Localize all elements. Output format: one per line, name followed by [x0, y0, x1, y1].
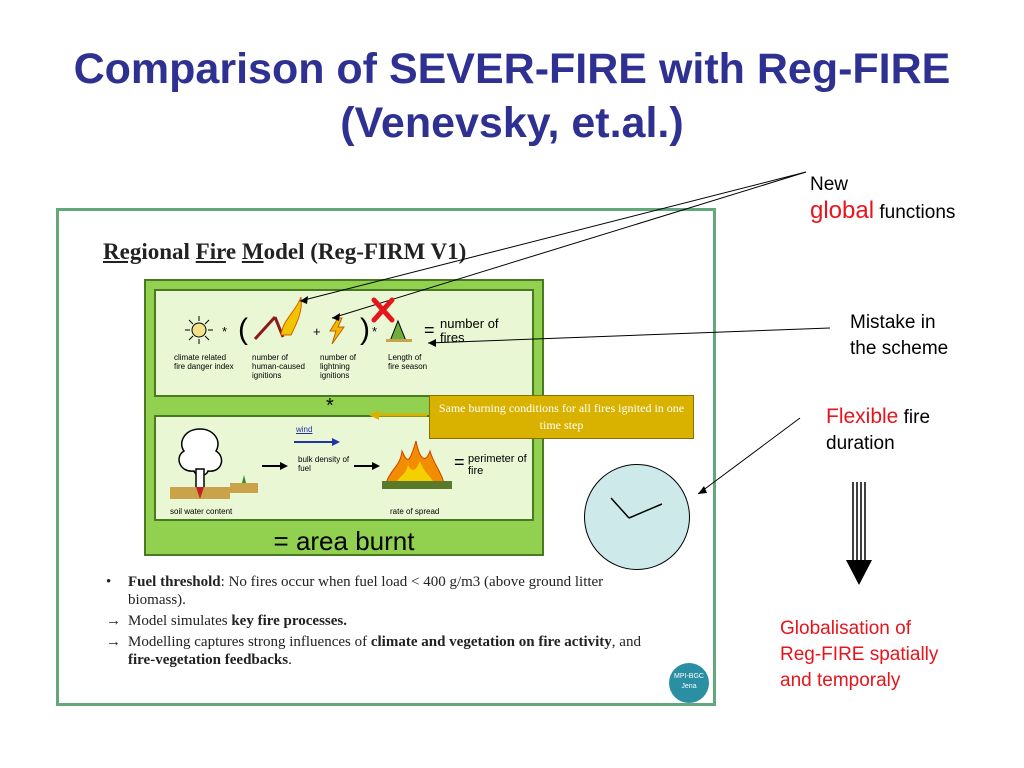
plus-symbol: +: [313, 324, 321, 339]
flexible-label: Flexible: [826, 405, 899, 428]
globalisation-line1: Globalisation of: [780, 618, 911, 639]
new-global-annotation: New global functions: [810, 172, 955, 226]
number-of-fires-label: number of fires: [440, 316, 499, 345]
new-label: New: [810, 174, 849, 195]
rfm-title: Regional Fire Model (Reg-FIRM V1): [103, 239, 467, 264]
match-flame-icon: [253, 296, 302, 341]
down-arrow-icon: [846, 482, 872, 585]
bullet-item: → Modelling captures strong influences o…: [106, 634, 641, 668]
mistake-line1: Mistake in: [850, 312, 936, 333]
soil-water-label: soil water content: [170, 507, 233, 516]
callout-arrow-icon: [369, 410, 427, 420]
red-cross-icon: [371, 297, 395, 323]
climate-label: climate related fire danger index: [174, 353, 234, 371]
human-ignitions-label: number of human-caused ignitions: [252, 353, 305, 380]
mistake-line2: the scheme: [850, 338, 949, 359]
equals-symbol-2: =: [454, 452, 465, 472]
tree-icon: [170, 428, 230, 499]
fire-season-label: Length of fire season: [388, 353, 428, 371]
lightning-ignitions-label: number of lightning ignitions: [320, 353, 357, 380]
lightning-icon: [329, 317, 345, 345]
flexible-annotation: Flexible fire duration: [826, 404, 930, 457]
close-paren-times: ): [360, 313, 370, 346]
times-symbol-1: *: [222, 324, 228, 339]
arrow-icon-2: [354, 462, 380, 470]
globalisation-line3: and temporaly: [780, 670, 901, 691]
fire-icon: [382, 440, 452, 489]
functions-label: functions: [879, 202, 956, 223]
bullet-item: • Fuel threshold: No fires occur when fu…: [106, 574, 604, 608]
rate-of-spread-label: rate of spread: [390, 507, 440, 516]
bullet-list: • Fuel threshold: No fires occur when fu…: [104, 573, 664, 672]
bullet-item: → Model simulates key fire processes.: [106, 613, 347, 629]
sun-icon: [185, 316, 213, 344]
mpi-bgc-logo: MPI-BGC Jena: [669, 663, 709, 703]
burning-conditions-callout: Same burning conditions for all fires ig…: [429, 395, 694, 439]
fire-season-icon: [386, 319, 412, 342]
wind-arrow-icon: [294, 438, 340, 446]
arrow-icon: [262, 462, 288, 470]
page-title: Comparison of SEVER-FIRE with Reg-FIRE (…: [73, 45, 951, 147]
fire-label: fire: [903, 407, 931, 428]
embedded-slide: Regional Fire Model (Reg-FIRM V1) * (: [56, 208, 716, 706]
equals-symbol: =: [424, 320, 435, 340]
ignition-panel: * ( + ) * = number of fires climate rela: [154, 289, 534, 397]
center-times-symbol: *: [326, 395, 334, 417]
globalisation-line2: Reg-FIRE spatially: [780, 644, 939, 665]
times-symbol-2: *: [372, 324, 378, 339]
global-label: global: [810, 197, 875, 224]
clock-icon: [584, 464, 690, 570]
perimeter-label: perimeter of fire: [468, 453, 527, 477]
bulk-density-label: bulk density of fuel: [298, 455, 350, 473]
area-burnt-label: = area burnt: [273, 526, 415, 556]
wind-label: wind: [296, 425, 313, 434]
duration-label: duration: [826, 433, 895, 454]
sprout-icon: [230, 475, 258, 493]
globalisation-annotation: Globalisation of Reg-FIRE spatially and …: [780, 616, 938, 694]
open-paren: (: [238, 313, 248, 346]
mistake-annotation: Mistake in the scheme: [850, 310, 948, 362]
